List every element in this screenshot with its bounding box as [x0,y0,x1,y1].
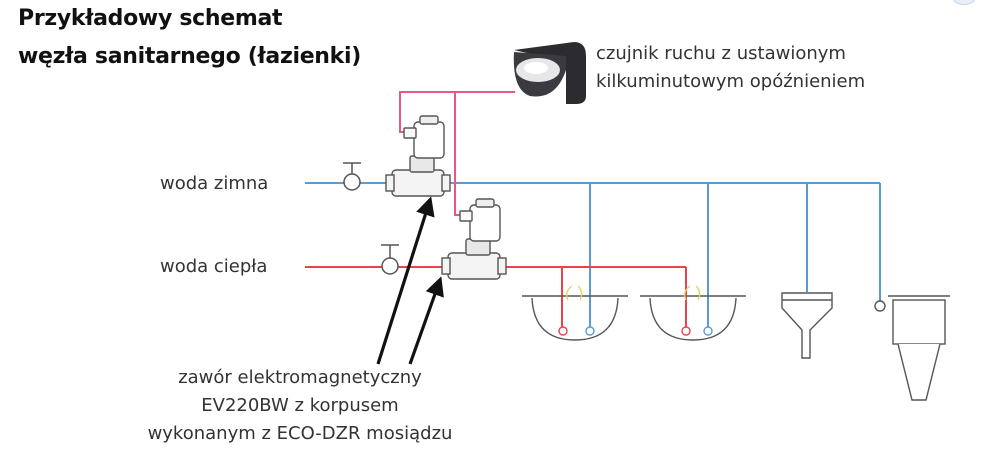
urinal-icon [781,292,833,359]
sensor-label-line-1: czujnik ruchu z ustawionym [596,43,846,64]
valve-caption-line-1: zawór elektromagnetyczny [178,367,422,388]
motion-sensor-icon [513,42,586,104]
page-title-line-2: węzła sanitarnego (łazienki) [18,44,361,69]
solenoid-valve-hot-icon [441,198,507,280]
sensor-label-line-2: kilkuminutowym opóźnieniem [596,71,866,92]
washbasin-icon [640,285,746,341]
washbasin-icon [522,285,628,341]
hot-water-label: woda ciepła [160,256,268,277]
hot-shutoff-valve-icon [381,244,399,275]
page-title-line-1: Przykładowy schemat [18,6,283,31]
toilet-cistern-icon [874,295,950,401]
valve-caption-line-3: wykonanym z ECO-DZR mosiądzu [147,423,453,444]
cold-shutoff-valve-icon [343,162,361,191]
solenoid-valve-cold-icon [385,115,451,197]
cold-water-label: woda zimna [160,173,269,194]
valve-caption-line-2: EV220BW z korpusem [201,395,399,416]
valve-pointer-arrows [376,196,444,365]
